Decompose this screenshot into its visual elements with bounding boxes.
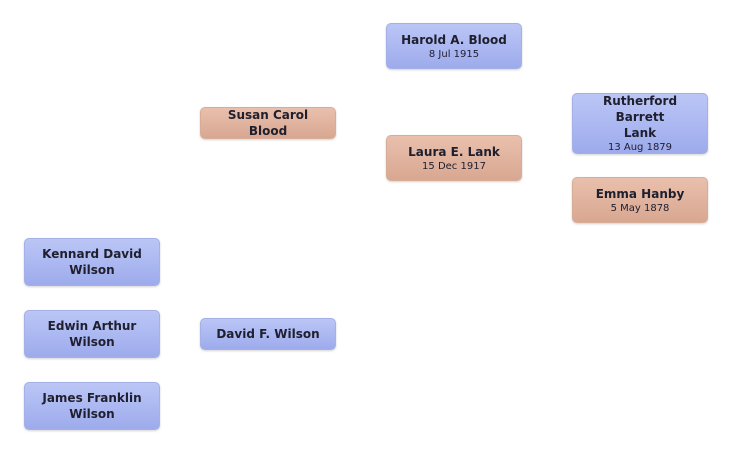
person-card-david-wilson[interactable]: David F. Wilson	[200, 318, 336, 350]
person-name: David F. Wilson	[216, 327, 320, 341]
person-name: Harold A. Blood	[401, 32, 507, 47]
person-name: Emma Hanby	[595, 186, 685, 201]
person-date: 13 Aug 1879	[607, 142, 673, 153]
person-name: Rutherford Barrett Lank	[602, 94, 678, 140]
person-name: Kennard David Wilson	[42, 247, 142, 277]
person-card-susan-blood[interactable]: Susan Carol Blood	[200, 107, 336, 139]
person-name: Susan Carol Blood	[227, 108, 309, 138]
person-date: 15 Dec 1917	[422, 160, 486, 172]
person-card-harold-blood[interactable]: Harold A. Blood 8 Jul 1915	[386, 23, 522, 69]
person-card-laura-lank[interactable]: Laura E. Lank 15 Dec 1917	[386, 135, 522, 181]
person-card-rutherford-lank[interactable]: Rutherford Barrett Lank 13 Aug 1879	[572, 93, 708, 154]
person-name: James Franklin Wilson	[42, 391, 142, 421]
person-name: Laura E. Lank	[408, 144, 500, 159]
person-date: 8 Jul 1915	[428, 48, 480, 60]
person-card-kennard-wilson[interactable]: Kennard David Wilson	[24, 238, 160, 286]
person-card-edwin-wilson[interactable]: Edwin Arthur Wilson	[24, 310, 160, 358]
person-name: Edwin Arthur Wilson	[47, 319, 137, 349]
person-card-james-wilson[interactable]: James Franklin Wilson	[24, 382, 160, 430]
person-date: 5 May 1878	[610, 202, 670, 214]
person-card-emma-hanby[interactable]: Emma Hanby 5 May 1878	[572, 177, 708, 223]
